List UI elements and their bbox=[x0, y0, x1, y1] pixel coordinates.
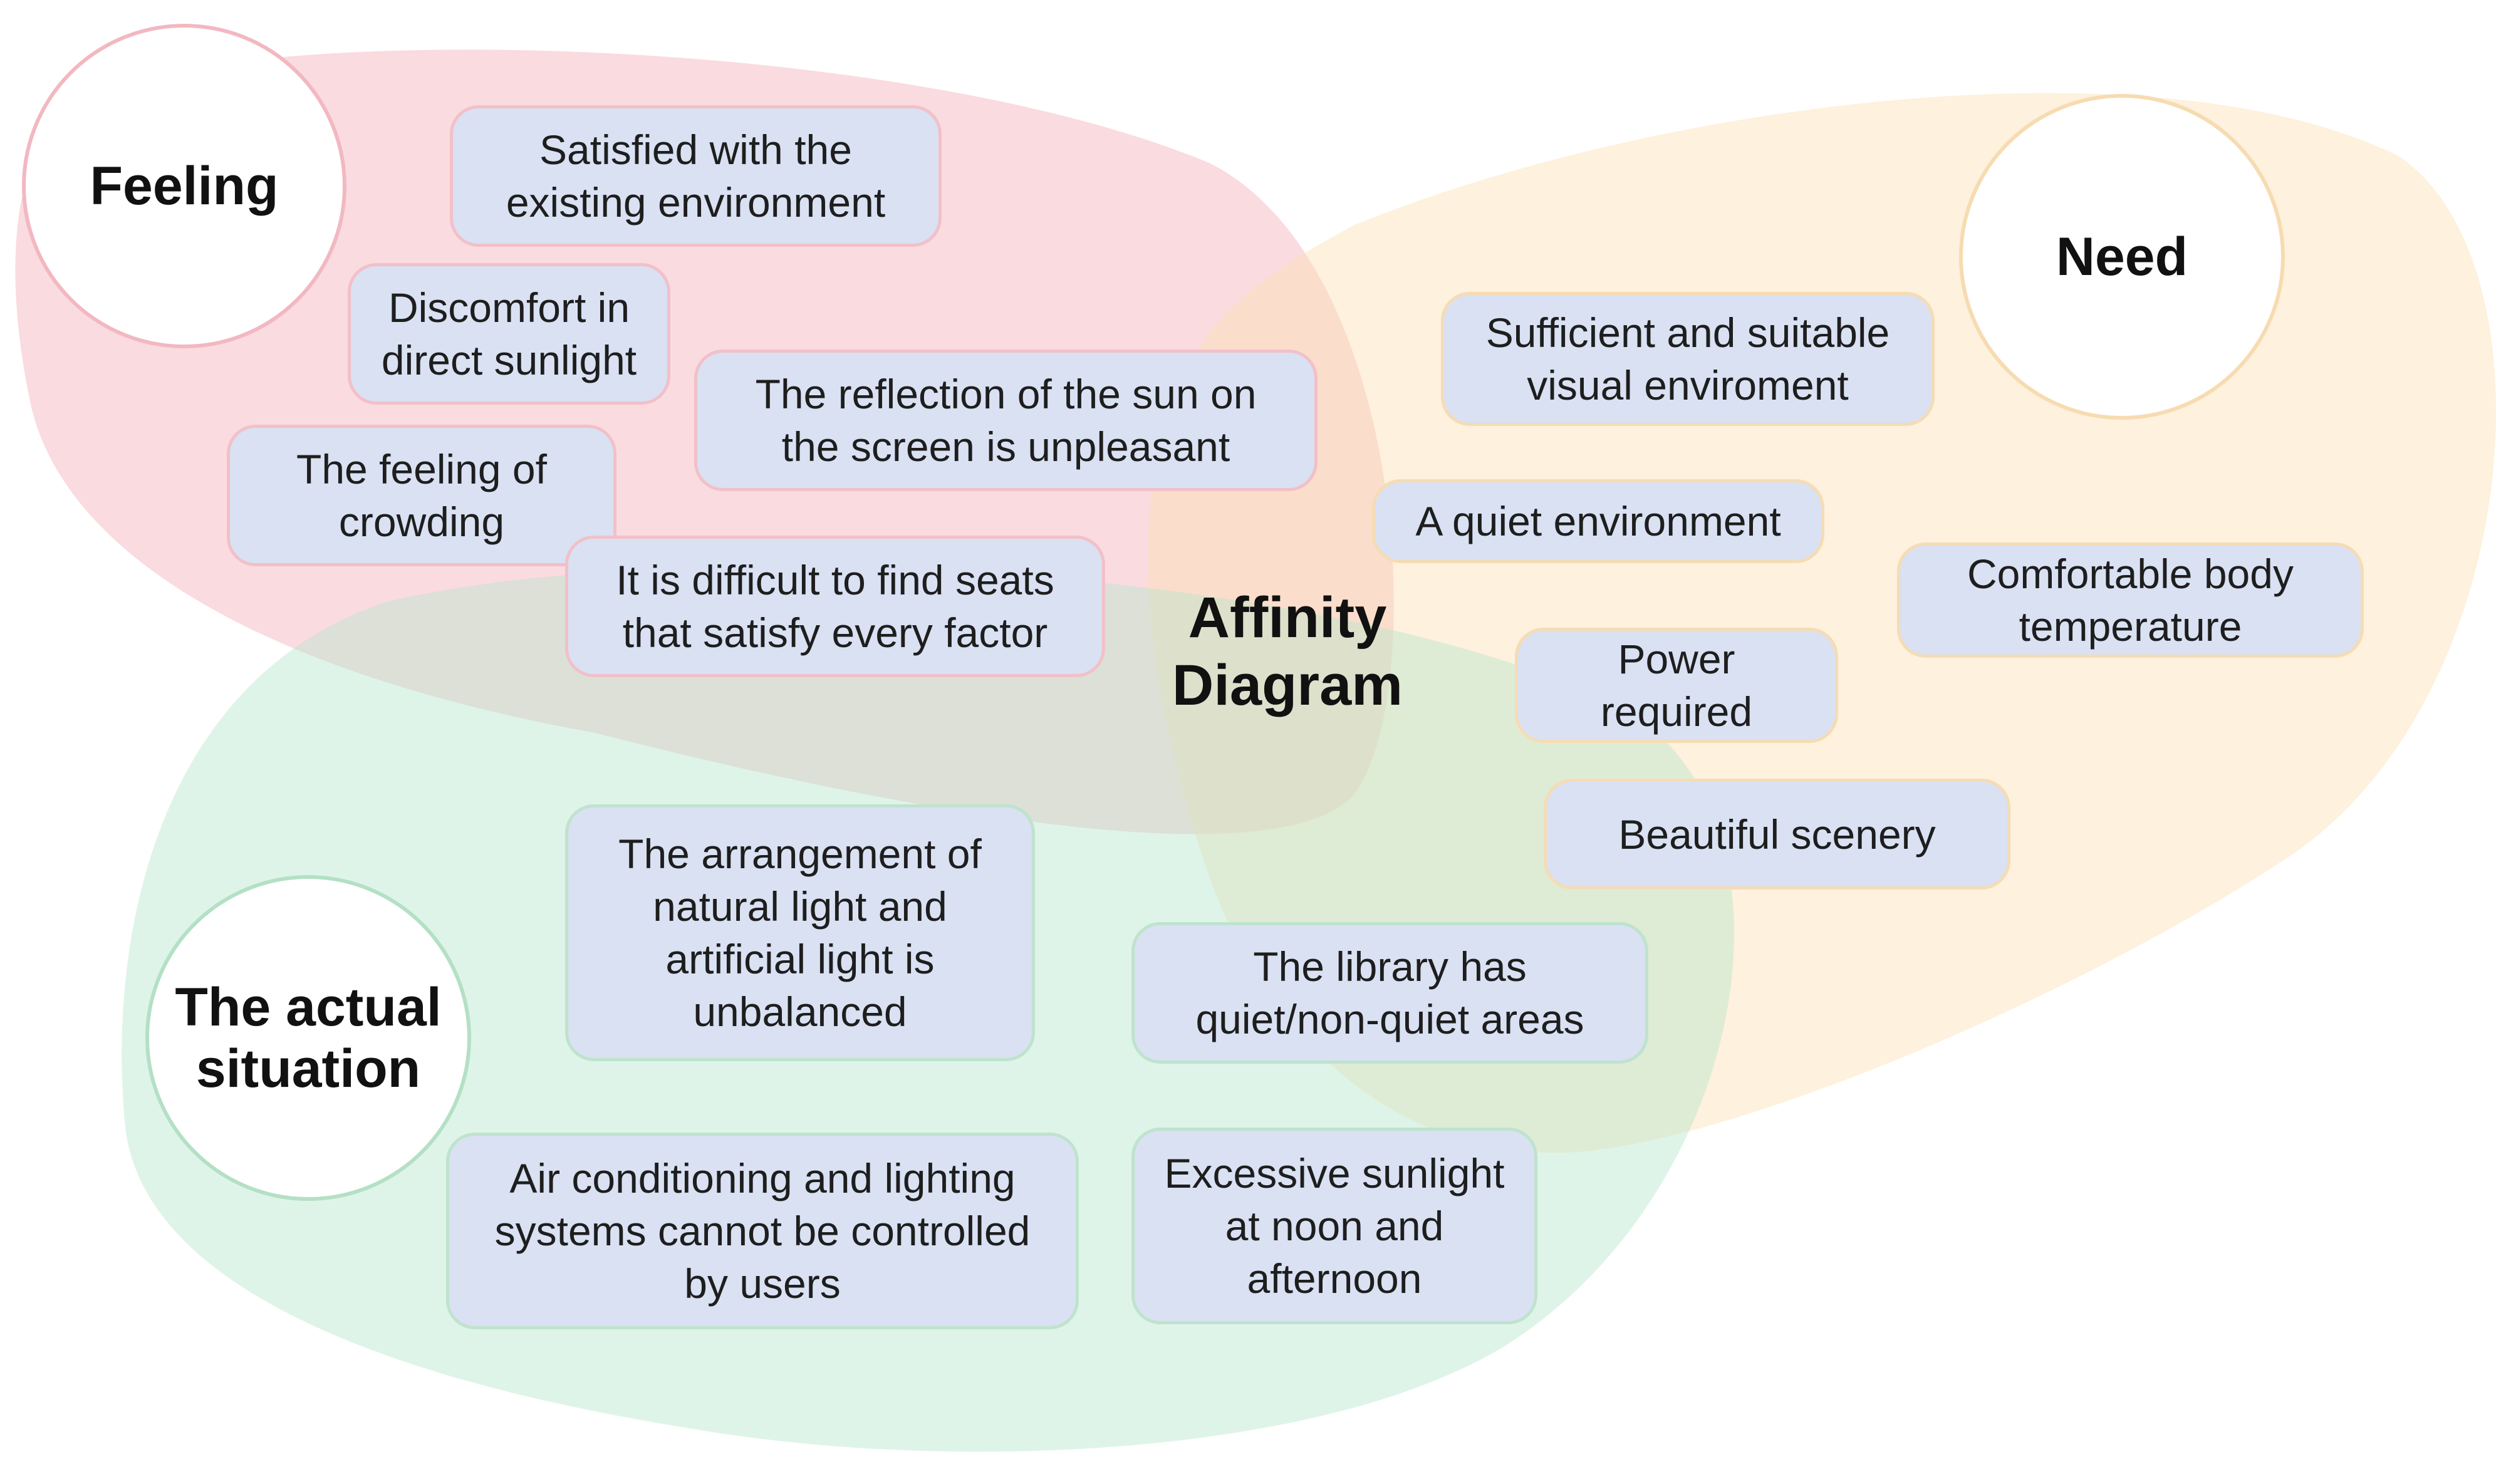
feeling-note: Satisfied with the existing environment bbox=[450, 105, 942, 247]
need-note: Sufficient and suitable visual enviromen… bbox=[1441, 292, 1935, 426]
need-note: A quiet environment bbox=[1372, 479, 1824, 563]
need-label: Need bbox=[2056, 227, 2188, 287]
actual-situation-note: The arrangement of natural light and art… bbox=[565, 804, 1035, 1061]
need-note: Beautiful scenery bbox=[1544, 779, 2010, 890]
feeling-note: It is difficult to find seats that satis… bbox=[565, 536, 1105, 677]
feeling-note: The reflection of the sun on the screen … bbox=[694, 350, 1318, 491]
need-label-circle: Need bbox=[1959, 94, 2285, 420]
feeling-label-circle: Feeling bbox=[22, 24, 346, 348]
feeling-note: The feeling of crowding bbox=[227, 425, 616, 566]
actual-situation-note: The library has quiet/non-quiet areas bbox=[1131, 922, 1648, 1064]
need-note: Power required bbox=[1515, 628, 1838, 743]
actual-situation-note: Air conditioning and lighting systems ca… bbox=[446, 1133, 1079, 1329]
actual-situation-note: Excessive sunlight at noon and afternoon bbox=[1131, 1128, 1537, 1324]
diagram-title: Affinity Diagram bbox=[1172, 586, 1403, 717]
actual-situation-label-circle: The actual situation bbox=[145, 875, 471, 1201]
need-note: Comfortable body temperature bbox=[1897, 542, 2364, 658]
feeling-note: Discomfort in direct sunlight bbox=[348, 263, 670, 405]
actual-situation-label: The actual situation bbox=[175, 977, 442, 1099]
feeling-label: Feeling bbox=[90, 156, 279, 216]
